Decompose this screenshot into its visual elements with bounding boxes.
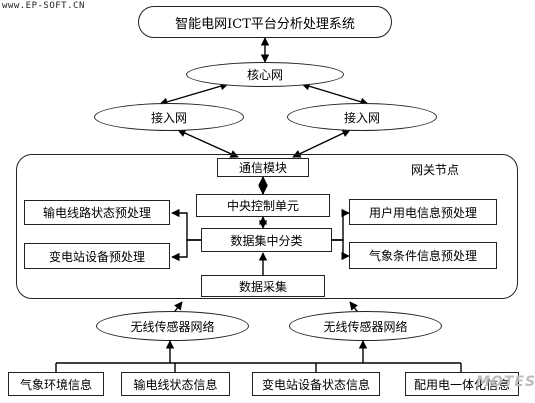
source-weather-environment: 气象环境信息 bbox=[8, 372, 104, 396]
arrow-hub-right-bottom bbox=[332, 239, 350, 261]
gateway-node bbox=[16, 154, 518, 299]
source-distribution-integration: 配用电一体化信息 bbox=[405, 372, 519, 396]
site-watermark: www.EP-SOFT.CN bbox=[2, 1, 85, 11]
arrow-access-right-comm bbox=[292, 129, 351, 158]
gateway-node-label: 网关节点 bbox=[411, 163, 460, 177]
comm-module: 通信模块 bbox=[217, 158, 309, 177]
arrow-core-access-right bbox=[301, 82, 369, 106]
transmission-line-preprocess: 输电线路状态预处理 bbox=[24, 200, 170, 225]
corner-logo-watermark: MOTES bbox=[476, 374, 535, 390]
access-network-right: 接入网 bbox=[287, 103, 437, 131]
core-network: 核心网 bbox=[186, 62, 344, 87]
central-control-unit: 中央控制单元 bbox=[196, 194, 330, 217]
wireless-sensor-network-left: 无线传感器网络 bbox=[96, 311, 249, 341]
arrow-core-access-left bbox=[159, 82, 229, 106]
arrow-hub-left-bottom bbox=[171, 239, 201, 262]
source-transmission-line-status: 输电线状态信息 bbox=[121, 372, 230, 396]
data-collection: 数据采集 bbox=[201, 275, 325, 297]
arrow-access-left-comm bbox=[177, 129, 239, 158]
source-substation-equipment-status: 变电站设备状态信息 bbox=[252, 372, 380, 396]
substation-equipment-preprocess: 变电站设备预处理 bbox=[24, 243, 170, 269]
access-network-left: 接入网 bbox=[94, 103, 244, 131]
wireless-sensor-network-right: 无线传感器网络 bbox=[289, 311, 442, 341]
analysis-system-title: 智能电网ICT平台分析处理系统 bbox=[138, 6, 392, 38]
weather-condition-preprocess: 气象条件信息预处理 bbox=[349, 242, 497, 269]
user-electricity-preprocess: 用户用电信息预处理 bbox=[349, 199, 497, 225]
data-hub-classification: 数据集中分类 bbox=[201, 228, 332, 252]
